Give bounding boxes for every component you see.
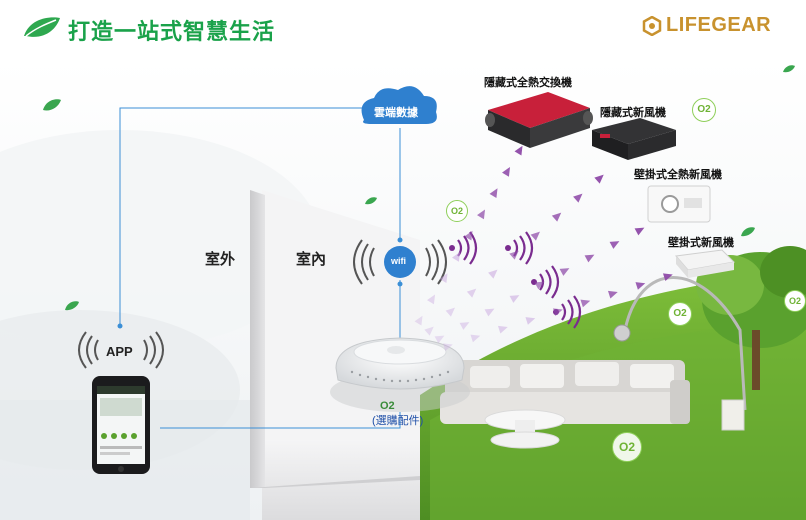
- signal-arrow-icon: [488, 269, 498, 279]
- o2-badge: O2: [446, 200, 468, 222]
- leaf-icon: [741, 227, 755, 237]
- cloud-data-label: 雲端數據: [374, 107, 418, 119]
- device-label-ducted-erv: 隱藏式全熱交換機: [484, 77, 572, 89]
- signal-arrow-icon: [559, 268, 570, 276]
- device-label-ducted-fresh-air: 隱藏式新風機: [600, 107, 666, 119]
- leaf-icon: [43, 99, 61, 111]
- signal-arrow-icon: [477, 209, 486, 220]
- page-title: 打造一站式智慧生活: [68, 19, 276, 44]
- o2-badge: O2: [668, 302, 692, 326]
- brand-name: LIFEGEAR: [666, 14, 772, 36]
- signal-arrow-icon: [434, 335, 445, 344]
- zone-outdoor-label: 室外: [205, 251, 236, 268]
- signal-arrow-icon: [452, 251, 461, 262]
- o2-badge: O2: [784, 290, 806, 312]
- signal-arrow-icon: [470, 334, 481, 343]
- leaf-icon: [783, 65, 795, 73]
- signal-arrow-icon: [509, 250, 519, 260]
- signal-arrow-icon: [502, 166, 511, 177]
- signal-arrow-icon: [414, 315, 423, 326]
- signal-arrow-icon: [509, 295, 520, 303]
- hub-optional-note: (選購配件): [372, 415, 424, 427]
- signal-arrow-icon: [484, 308, 495, 317]
- signal-arrow-icon: [427, 294, 436, 305]
- signal-arrow-icon: [609, 241, 620, 249]
- signal-arrow-icon: [594, 174, 604, 184]
- signal-arrow-icon: [466, 288, 477, 298]
- signal-arrow-icon: [607, 290, 618, 299]
- signal-arrow-icon: [514, 145, 523, 156]
- signal-arrow-icon: [635, 282, 646, 290]
- signal-arrow-icon: [634, 227, 645, 236]
- device-label-wall-fresh-air: 壁掛式新風機: [668, 237, 734, 249]
- signal-arrow-icon: [573, 193, 583, 203]
- signal-arrow-icon: [525, 317, 536, 325]
- signal-arrow-icon: [445, 307, 455, 317]
- hub-o2-label: O2: [380, 400, 395, 412]
- signal-arrow-icon: [551, 212, 562, 222]
- signal-arrow-icon: [662, 273, 673, 282]
- o2-badge: O2: [692, 98, 716, 122]
- signal-arrow-icon: [552, 308, 563, 317]
- signal-arrow-icon: [442, 343, 453, 352]
- o2-badge: O2: [612, 432, 642, 462]
- signal-arrow-icon: [439, 273, 448, 283]
- signal-arrow-icon: [534, 281, 545, 290]
- signal-arrow-icon: [424, 326, 434, 336]
- signal-arrow-icon: [464, 230, 473, 241]
- signal-arrow-icon: [530, 231, 540, 241]
- signal-arrow-icon: [584, 254, 595, 263]
- app-label: APP: [106, 344, 133, 359]
- wifi-label: wifi: [391, 256, 406, 266]
- brand-hex-icon: [642, 16, 662, 36]
- signal-arrow-icon: [580, 299, 591, 308]
- zone-indoor-label: 室內: [296, 251, 327, 268]
- device-label-wall-erv: 壁掛式全熱新風機: [634, 169, 722, 181]
- leaf-logo-icon: [24, 17, 60, 37]
- leaf-icon: [65, 301, 79, 311]
- signal-arrow-icon: [489, 188, 498, 198]
- signal-arrow-icon: [459, 322, 470, 330]
- signal-arrow-icon: [497, 325, 508, 334]
- leaf-icon: [365, 197, 377, 205]
